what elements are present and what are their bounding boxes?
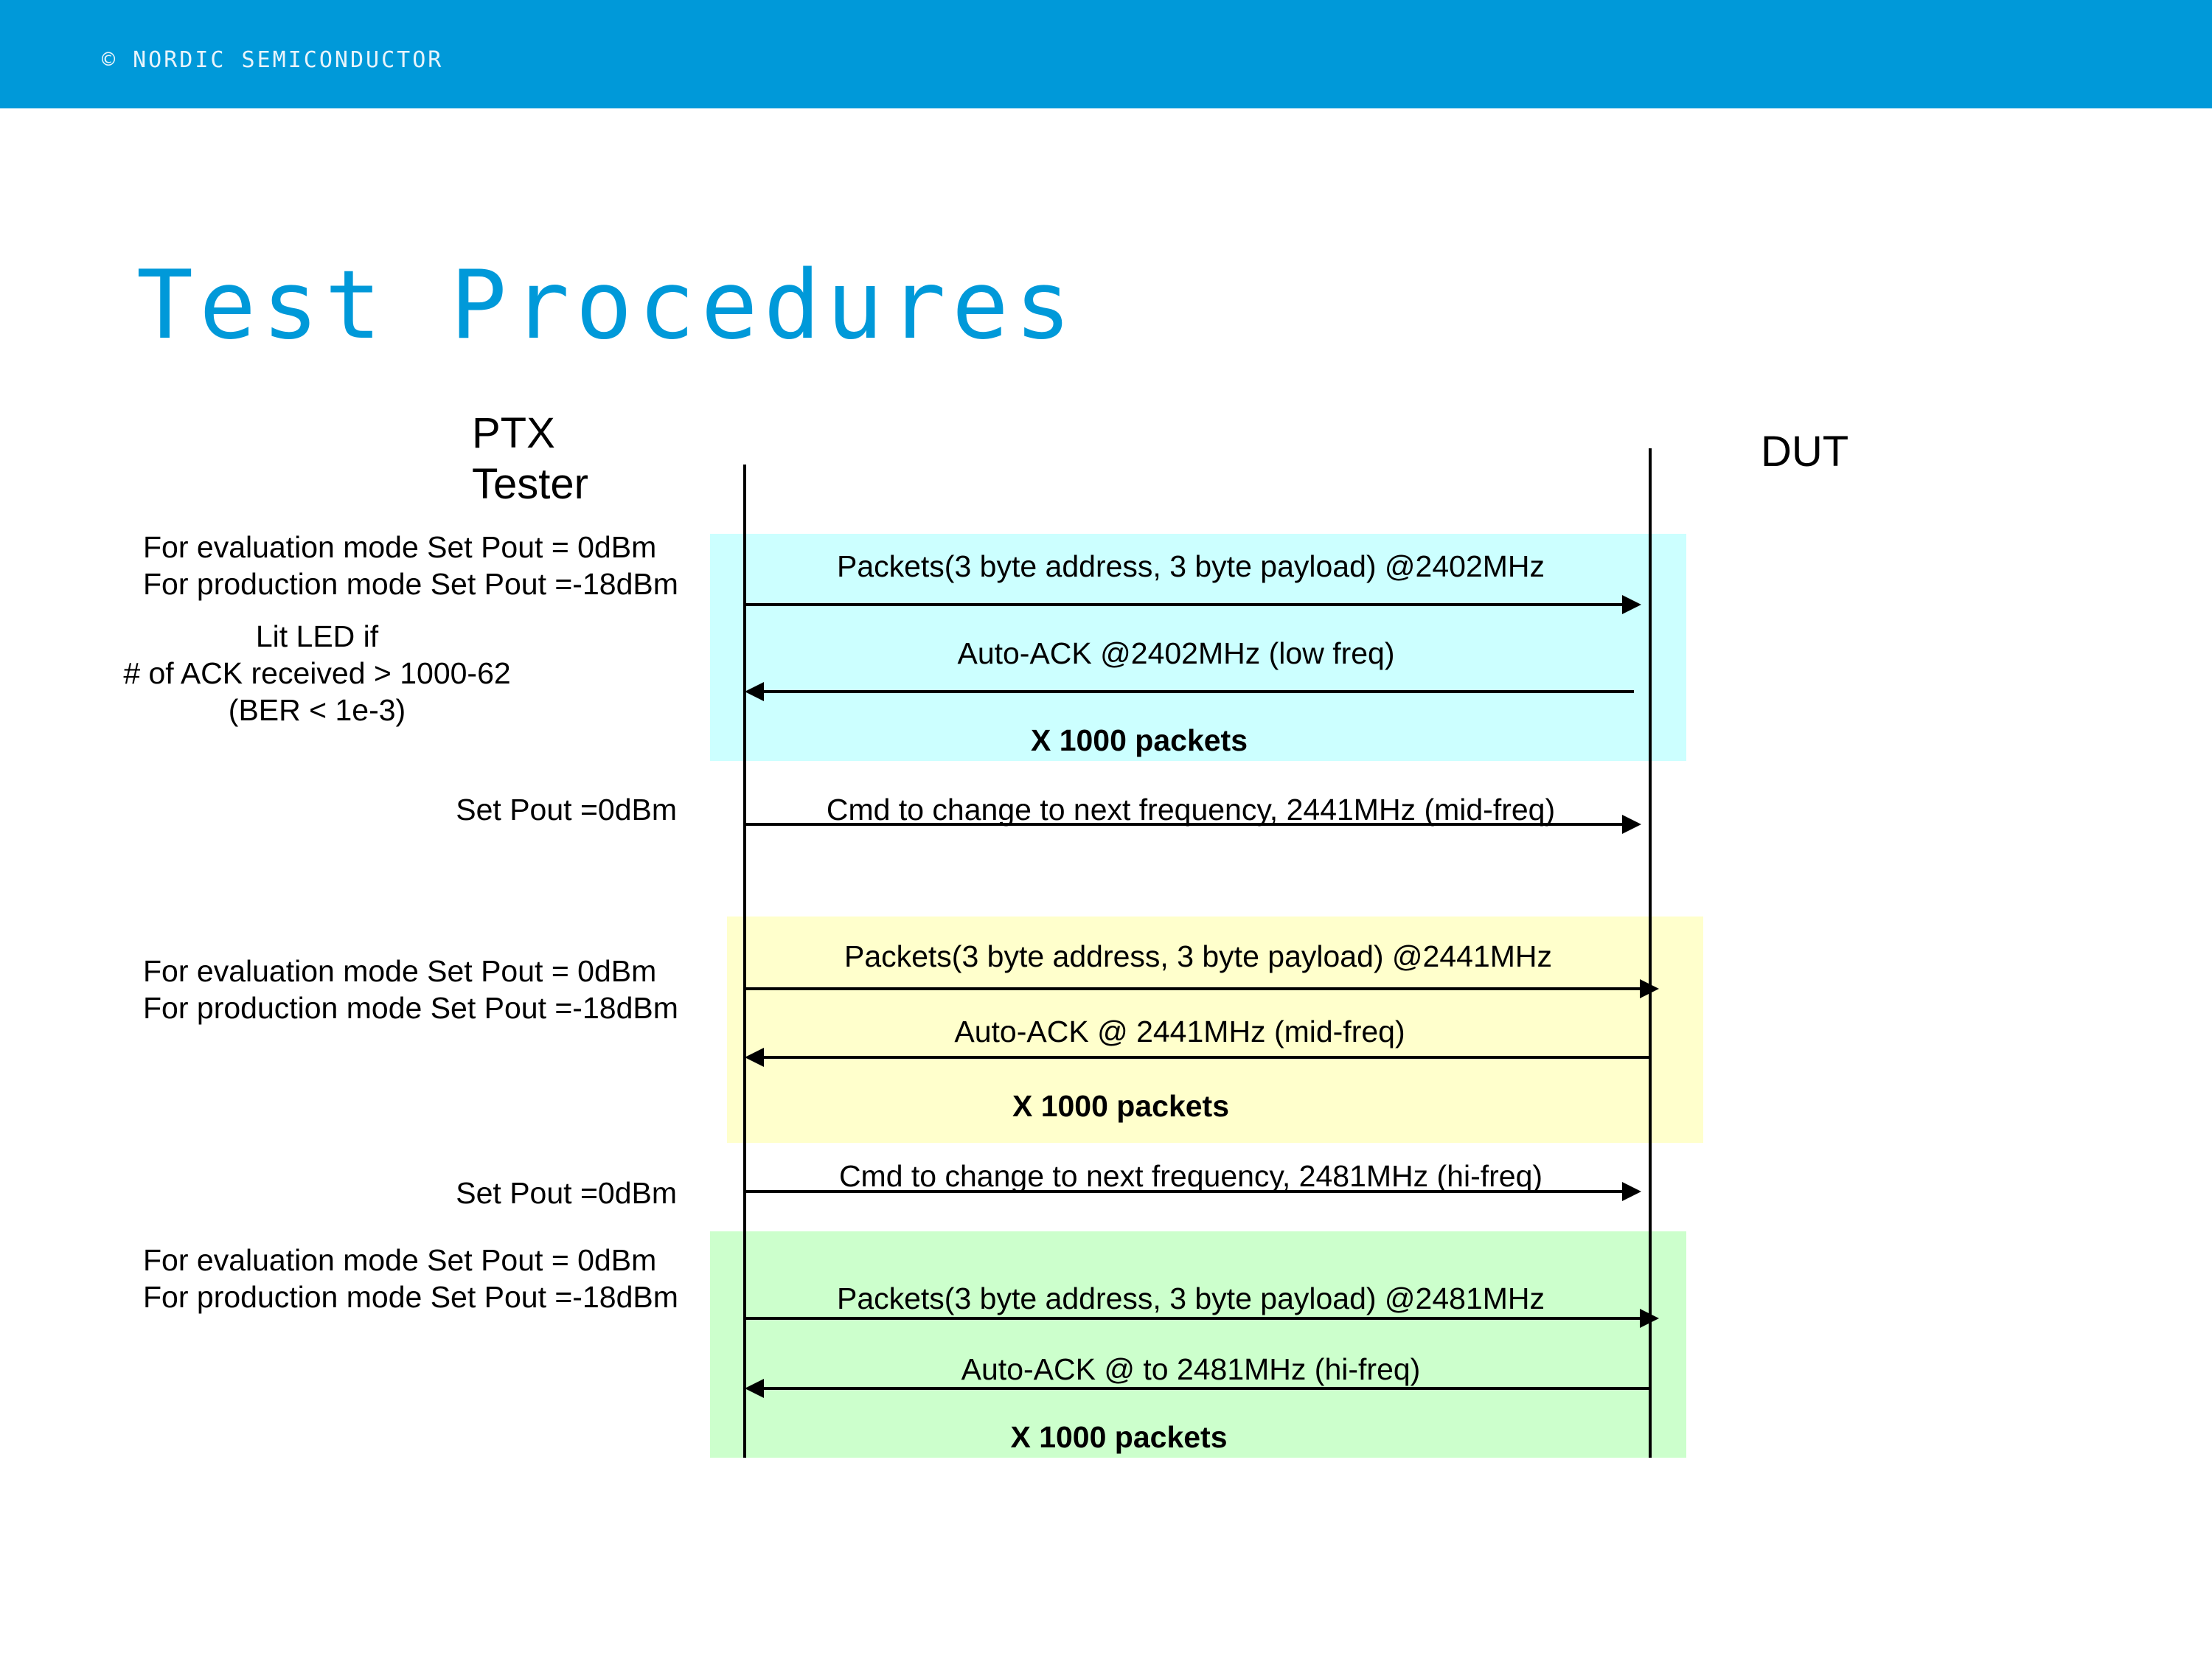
phase1-note-evaluation: For evaluation mode Set Pout = 0dBm — [143, 530, 657, 564]
phase2-ack-label: Auto-ACK @ 2441MHz (mid-freq) — [954, 1015, 1405, 1048]
phase-band-hi-freq — [710, 1231, 1686, 1458]
cmd1-label: Cmd to change to next frequency, 2441MHz… — [826, 793, 1556, 827]
phase3-packets-label: Packets(3 byte address, 3 byte payload) … — [836, 1281, 1545, 1315]
lifeline-ptx — [743, 465, 746, 1458]
cmd2-label: Cmd to change to next frequency, 2481MHz… — [838, 1159, 1543, 1193]
phase2-note-evaluation: For evaluation mode Set Pout = 0dBm — [143, 954, 657, 988]
phase2-packets-arrow — [745, 979, 1659, 998]
copyright-text: © NORDIC SEMICONDUCTOR — [102, 47, 444, 73]
phase1-ack-label: Auto-ACK @2402MHz (low freq) — [957, 636, 1395, 670]
cmd2-note: Set Pout =0dBm — [456, 1176, 677, 1210]
phase3-ack-arrow — [745, 1379, 1650, 1398]
phase3-ack-label: Auto-ACK @ to 2481MHz (hi-freq) — [961, 1352, 1421, 1386]
cmd2-arrow — [745, 1182, 1641, 1201]
phase2-note-production: For production mode Set Pout =-18dBm — [143, 991, 678, 1025]
lifeline-dut — [1649, 448, 1652, 1458]
phase1-packets-label: Packets(3 byte address, 3 byte payload) … — [836, 549, 1545, 583]
participant-ptx: PTX — [472, 409, 555, 457]
participant-ptx-tester: Tester — [472, 460, 588, 508]
phase3-packets-arrow — [745, 1309, 1659, 1328]
phase-band-mid-freq — [727, 917, 1703, 1143]
phase1-packets-arrow — [745, 595, 1641, 614]
header-bar: © NORDIC SEMICONDUCTOR — [0, 0, 2212, 108]
phase1-note-production: For production mode Set Pout =-18dBm — [143, 567, 678, 601]
cmd1-note: Set Pout =0dBm — [456, 793, 677, 827]
page-title: Test Procedures — [136, 251, 1077, 361]
led-condition-line1: Lit LED if — [255, 619, 379, 653]
phase3-note-evaluation: For evaluation mode Set Pout = 0dBm — [143, 1243, 657, 1277]
phase1-repeat-label: X 1000 packets — [1030, 723, 1248, 757]
phase1-ack-arrow — [745, 682, 1634, 701]
led-condition-line3: (BER < 1e-3) — [228, 693, 406, 727]
phase2-repeat-label: X 1000 packets — [1012, 1089, 1230, 1123]
cmd1-arrow — [745, 815, 1641, 834]
phase2-packets-label: Packets(3 byte address, 3 byte payload) … — [844, 939, 1553, 973]
phase-band-low-freq — [710, 534, 1686, 761]
phase2-ack-arrow — [745, 1048, 1650, 1067]
phase3-note-production: For production mode Set Pout =-18dBm — [143, 1280, 678, 1314]
phase3-repeat-label: X 1000 packets — [1010, 1420, 1228, 1454]
led-condition-line2: # of ACK received > 1000-62 — [123, 656, 511, 690]
participant-dut: DUT — [1761, 428, 1849, 476]
